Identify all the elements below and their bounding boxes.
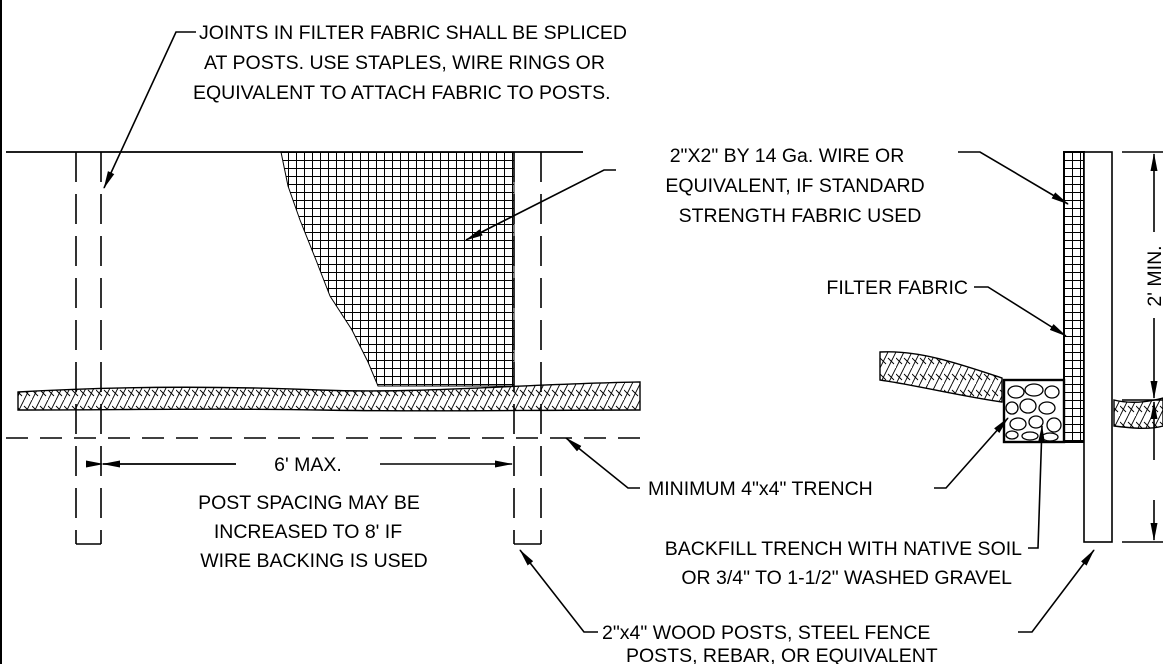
note-post-spacing-2: INCREASED TO 8' IF [214, 521, 402, 543]
wire-mesh-fabric [280, 151, 515, 387]
post-section [1083, 151, 1113, 543]
leader-joints [103, 31, 196, 189]
note-wire-2: EQUIVALENT, IF STANDARD [665, 175, 924, 197]
post-left [75, 152, 102, 545]
note-joints-2: AT POSTS. USE STAPLES, WIRE RINGS OR [204, 52, 605, 74]
note-trench: MINIMUM 4"x4" TRENCH [648, 478, 873, 500]
leader-trench-right [934, 417, 1009, 489]
ground-soil-right [1113, 397, 1163, 429]
post-middle [513, 152, 542, 545]
note-post-spacing-3: WIRE BACKING IS USED [200, 550, 428, 572]
ground-soil-slope [879, 351, 1003, 403]
leader-posts-left [519, 549, 598, 633]
elevation-view [6, 31, 641, 633]
note-wire-3: STRENGTH FABRIC USED [679, 205, 922, 227]
leader-trench-left [565, 437, 640, 489]
ground-soil-left [17, 381, 641, 412]
leader-posts-right [1018, 549, 1095, 633]
height-dimension [1122, 151, 1163, 543]
filter-fabric-section [1063, 151, 1085, 443]
note-spacing: 6' MAX. [274, 454, 342, 476]
leader-filter-fabric [974, 286, 1067, 337]
note-joints-3: EQUIVALENT TO ATTACH FABRIC TO POSTS. [193, 82, 611, 104]
section-view [879, 151, 1163, 633]
leader-wire-left [465, 169, 616, 241]
note-backfill-2: OR 3/4" TO 1-1/2" WASHED GRAVEL [681, 567, 1012, 589]
note-wire-1: 2"X2" BY 14 Ga. WIRE OR [670, 145, 905, 167]
note-posts-2: POSTS, REBAR, OR EQUIVALENT [626, 645, 938, 664]
note-backfill-1: BACKFILL TRENCH WITH NATIVE SOIL [665, 538, 1022, 560]
note-joints-1: JOINTS IN FILTER FABRIC SHALL BE SPLICED [199, 22, 627, 44]
note-post-spacing-1: POST SPACING MAY BE [198, 492, 420, 514]
note-height: 2' MIN. [1144, 245, 1163, 306]
note-posts-1: 2"x4" WOOD POSTS, STEEL FENCE [602, 622, 930, 644]
leader-backfill [1028, 425, 1045, 549]
leader-wire-right [958, 151, 1069, 205]
note-filter-fabric: FILTER FABRIC [826, 277, 968, 299]
